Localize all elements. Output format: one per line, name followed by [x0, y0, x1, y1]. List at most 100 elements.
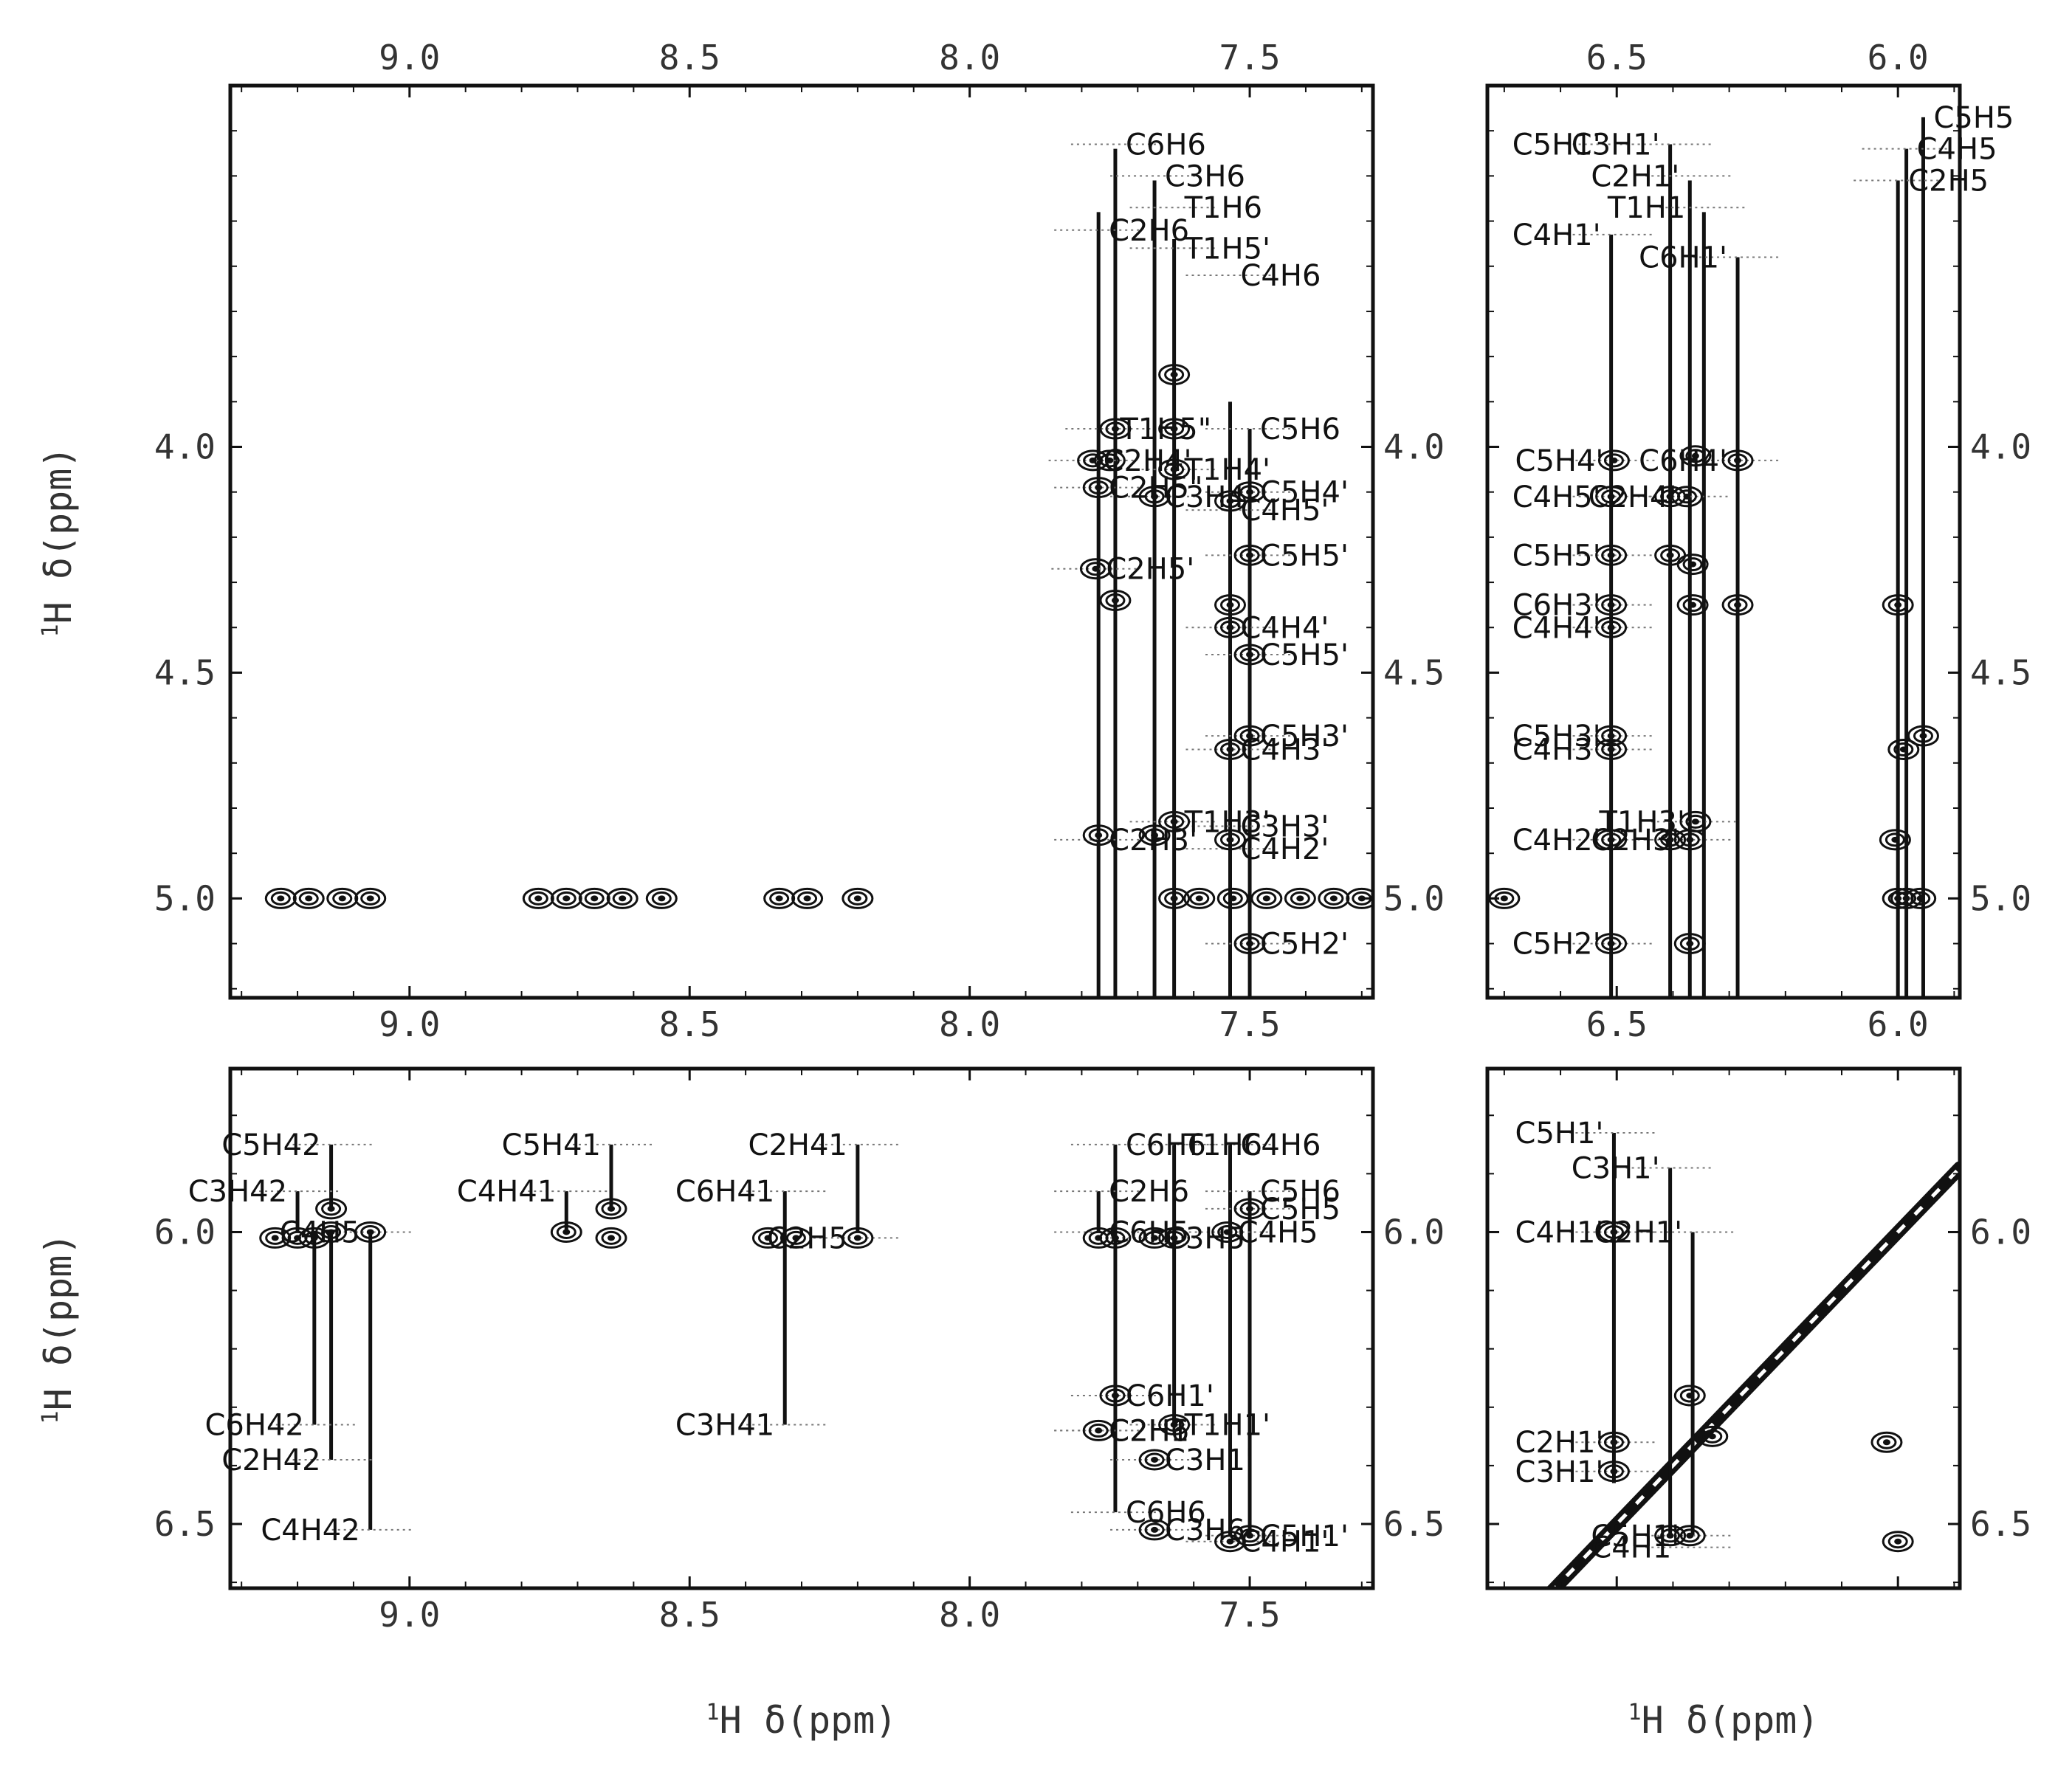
top-left-peak-21-outer — [1077, 449, 1109, 472]
top-right-peak-18 — [1673, 933, 1706, 955]
top-left-peak-25-core — [1095, 832, 1103, 838]
top-right-peak-1-mid — [1601, 489, 1622, 504]
top-right-peak-17-mid — [1679, 832, 1700, 847]
top-left-xtick-label-bottom-1: 8.5 — [659, 1004, 720, 1044]
top-right-label-19: C4H2' — [1512, 824, 1601, 858]
bottom-right-peak-1 — [1597, 1431, 1630, 1453]
top-left-peak-27-outer — [1158, 810, 1191, 832]
top-right-label-14: C6H3' — [1512, 589, 1601, 623]
bottom-right-peak-0 — [1597, 1221, 1630, 1243]
top-left-peak-40 — [1214, 829, 1246, 851]
bottom-left-label-15: C2H5 — [767, 1221, 847, 1255]
bottom-left-ytick-label-left-1: 6.5 — [154, 1504, 216, 1544]
bottom-left-peak-19-outer — [1082, 1419, 1115, 1441]
bottom-right-peak-6-core — [1708, 1433, 1716, 1440]
top-left-peak-6-core — [591, 895, 599, 902]
bottom-left-peak-4-mid — [360, 1224, 381, 1239]
bottom-left-peak-11-outer — [841, 1227, 874, 1249]
bottom-left-label-27: C5H1' — [1260, 1520, 1349, 1554]
bottom-right-peak-0-mid — [1603, 1224, 1624, 1239]
top-left-peak-34-mid — [1220, 598, 1240, 613]
bottom-left-peak-15-outer — [1158, 1227, 1191, 1249]
bottom-left-peak-15-core — [1170, 1235, 1178, 1241]
top-left-ylabel: 1H δ(ppm) — [37, 446, 80, 638]
top-left-peak-2-mid — [332, 891, 353, 906]
bottom-right-label-5: C3H1' — [1515, 1455, 1604, 1489]
top-right-label-15: C4H4' — [1512, 611, 1601, 645]
top-left-peak-5-outer — [550, 887, 582, 909]
top-left-peak-26-mid — [1144, 828, 1165, 843]
bottom-left-peak-21-core — [1151, 1456, 1159, 1463]
top-left-label-11: C5H4' — [1260, 476, 1349, 510]
top-right-peak-28-outer — [1904, 887, 1937, 909]
top-right-peak-18-core — [1686, 940, 1694, 947]
bottom-left-label-1: C5H41 — [502, 1128, 601, 1162]
bottom-left-peak-8-outer — [595, 1227, 627, 1249]
bottom-left-ylabel-unit: δ(ppm) — [37, 1233, 80, 1367]
bottom-left-peak-8-mid — [601, 1230, 622, 1245]
top-right-peak-5-outer — [1595, 725, 1628, 747]
top-left-peak-30-mid — [1164, 368, 1185, 382]
bottom-left-peak-9-core — [764, 1235, 772, 1241]
top-left-peak-30-core — [1170, 371, 1178, 378]
top-left-label-18: C5H3' — [1260, 720, 1349, 754]
top-left-peak-36 — [1233, 544, 1266, 566]
top-right-label-4: C2H1' — [1591, 159, 1679, 193]
bottom-left-xlabel-symbol: H — [720, 1699, 764, 1742]
top-right-peak-19 — [1721, 449, 1754, 472]
top-right-peak-7 — [1595, 829, 1628, 851]
top-left-peak-19 — [1099, 418, 1132, 440]
top-left-xtick-label-bottom-0: 9.0 — [379, 1004, 440, 1044]
top-left-peak-30 — [1158, 364, 1191, 386]
bottom-left-peak-22-outer — [1138, 1519, 1171, 1541]
bottom-left-peak-10-outer — [779, 1227, 812, 1249]
top-left-label-5: C4H6 — [1241, 259, 1321, 293]
top-right-peak-2 — [1595, 544, 1628, 566]
bottom-left-peak-13-outer — [1099, 1227, 1132, 1249]
bottom-right-peak-8-outer — [1882, 1531, 1914, 1553]
top-right-peak-20 — [1721, 594, 1754, 616]
bottom-left-label-7: C4H41 — [457, 1175, 556, 1209]
top-left-label-0: C6H6 — [1126, 128, 1206, 162]
top-left-peak-29-core — [1170, 466, 1178, 473]
bottom-left-peak-11-core — [853, 1235, 861, 1241]
top-right-peak-22-mid — [1893, 742, 1914, 756]
top-left-peak-2-outer — [326, 887, 359, 909]
top-left-peak-0-mid — [270, 891, 291, 906]
bottom-left-label-20: T1H1' — [1184, 1409, 1270, 1443]
bottom-left-peak-10-core — [792, 1235, 800, 1241]
top-right-peak-8-core — [1607, 940, 1615, 947]
peak-layer — [253, 117, 1960, 1588]
top-left-label-22: C2H3' — [1109, 824, 1197, 858]
top-right-peak-4 — [1595, 616, 1628, 638]
top-left-peak-8-mid — [651, 891, 672, 906]
bottom-left-label-2: C2H41 — [748, 1128, 847, 1162]
top-left-label-21: C3H3' — [1241, 810, 1329, 844]
top-left-peak-2 — [326, 887, 359, 909]
bottom-left-peak-14 — [1138, 1227, 1171, 1249]
bottom-left-label-11: C5H5 — [1260, 1193, 1340, 1227]
top-right-peak-20-mid — [1727, 598, 1748, 613]
bottom-left-xlabel: 1H δ(ppm) — [706, 1699, 898, 1742]
bottom-right-label-2: C4H1' — [1515, 1215, 1604, 1249]
top-right-peak-16-mid — [1685, 814, 1706, 829]
top-right-label-9: C5H4' — [1515, 444, 1604, 478]
top-left-peak-27-mid — [1164, 814, 1185, 829]
bottom-left-xtick-label-bottom-1: 8.5 — [659, 1595, 720, 1635]
bottom-right-peak-7 — [1870, 1431, 1903, 1453]
bottom-left-peak-14-outer — [1138, 1227, 1171, 1249]
bottom-right-xlabel: 1H δ(ppm) — [1628, 1699, 1820, 1742]
bottom-left-peak-19-mid — [1088, 1423, 1109, 1438]
bottom-left-peak-24-core — [1246, 1532, 1254, 1539]
bottom-left-peak-11 — [841, 1227, 874, 1249]
top-right-peak-19-core — [1734, 457, 1742, 463]
top-left-peak-24-mid — [1105, 593, 1126, 608]
top-right-peak-14 — [1676, 554, 1709, 576]
bottom-left-peak-24-outer — [1233, 1525, 1266, 1547]
top-left-peak-7-core — [619, 895, 627, 902]
top-left-peak-18-outer — [1346, 887, 1373, 909]
top-left-peak-10-outer — [791, 887, 824, 909]
top-left-peak-31-core — [1170, 426, 1178, 432]
top-right-peak-4-core — [1607, 624, 1615, 631]
top-right-peak-22 — [1887, 738, 1920, 760]
